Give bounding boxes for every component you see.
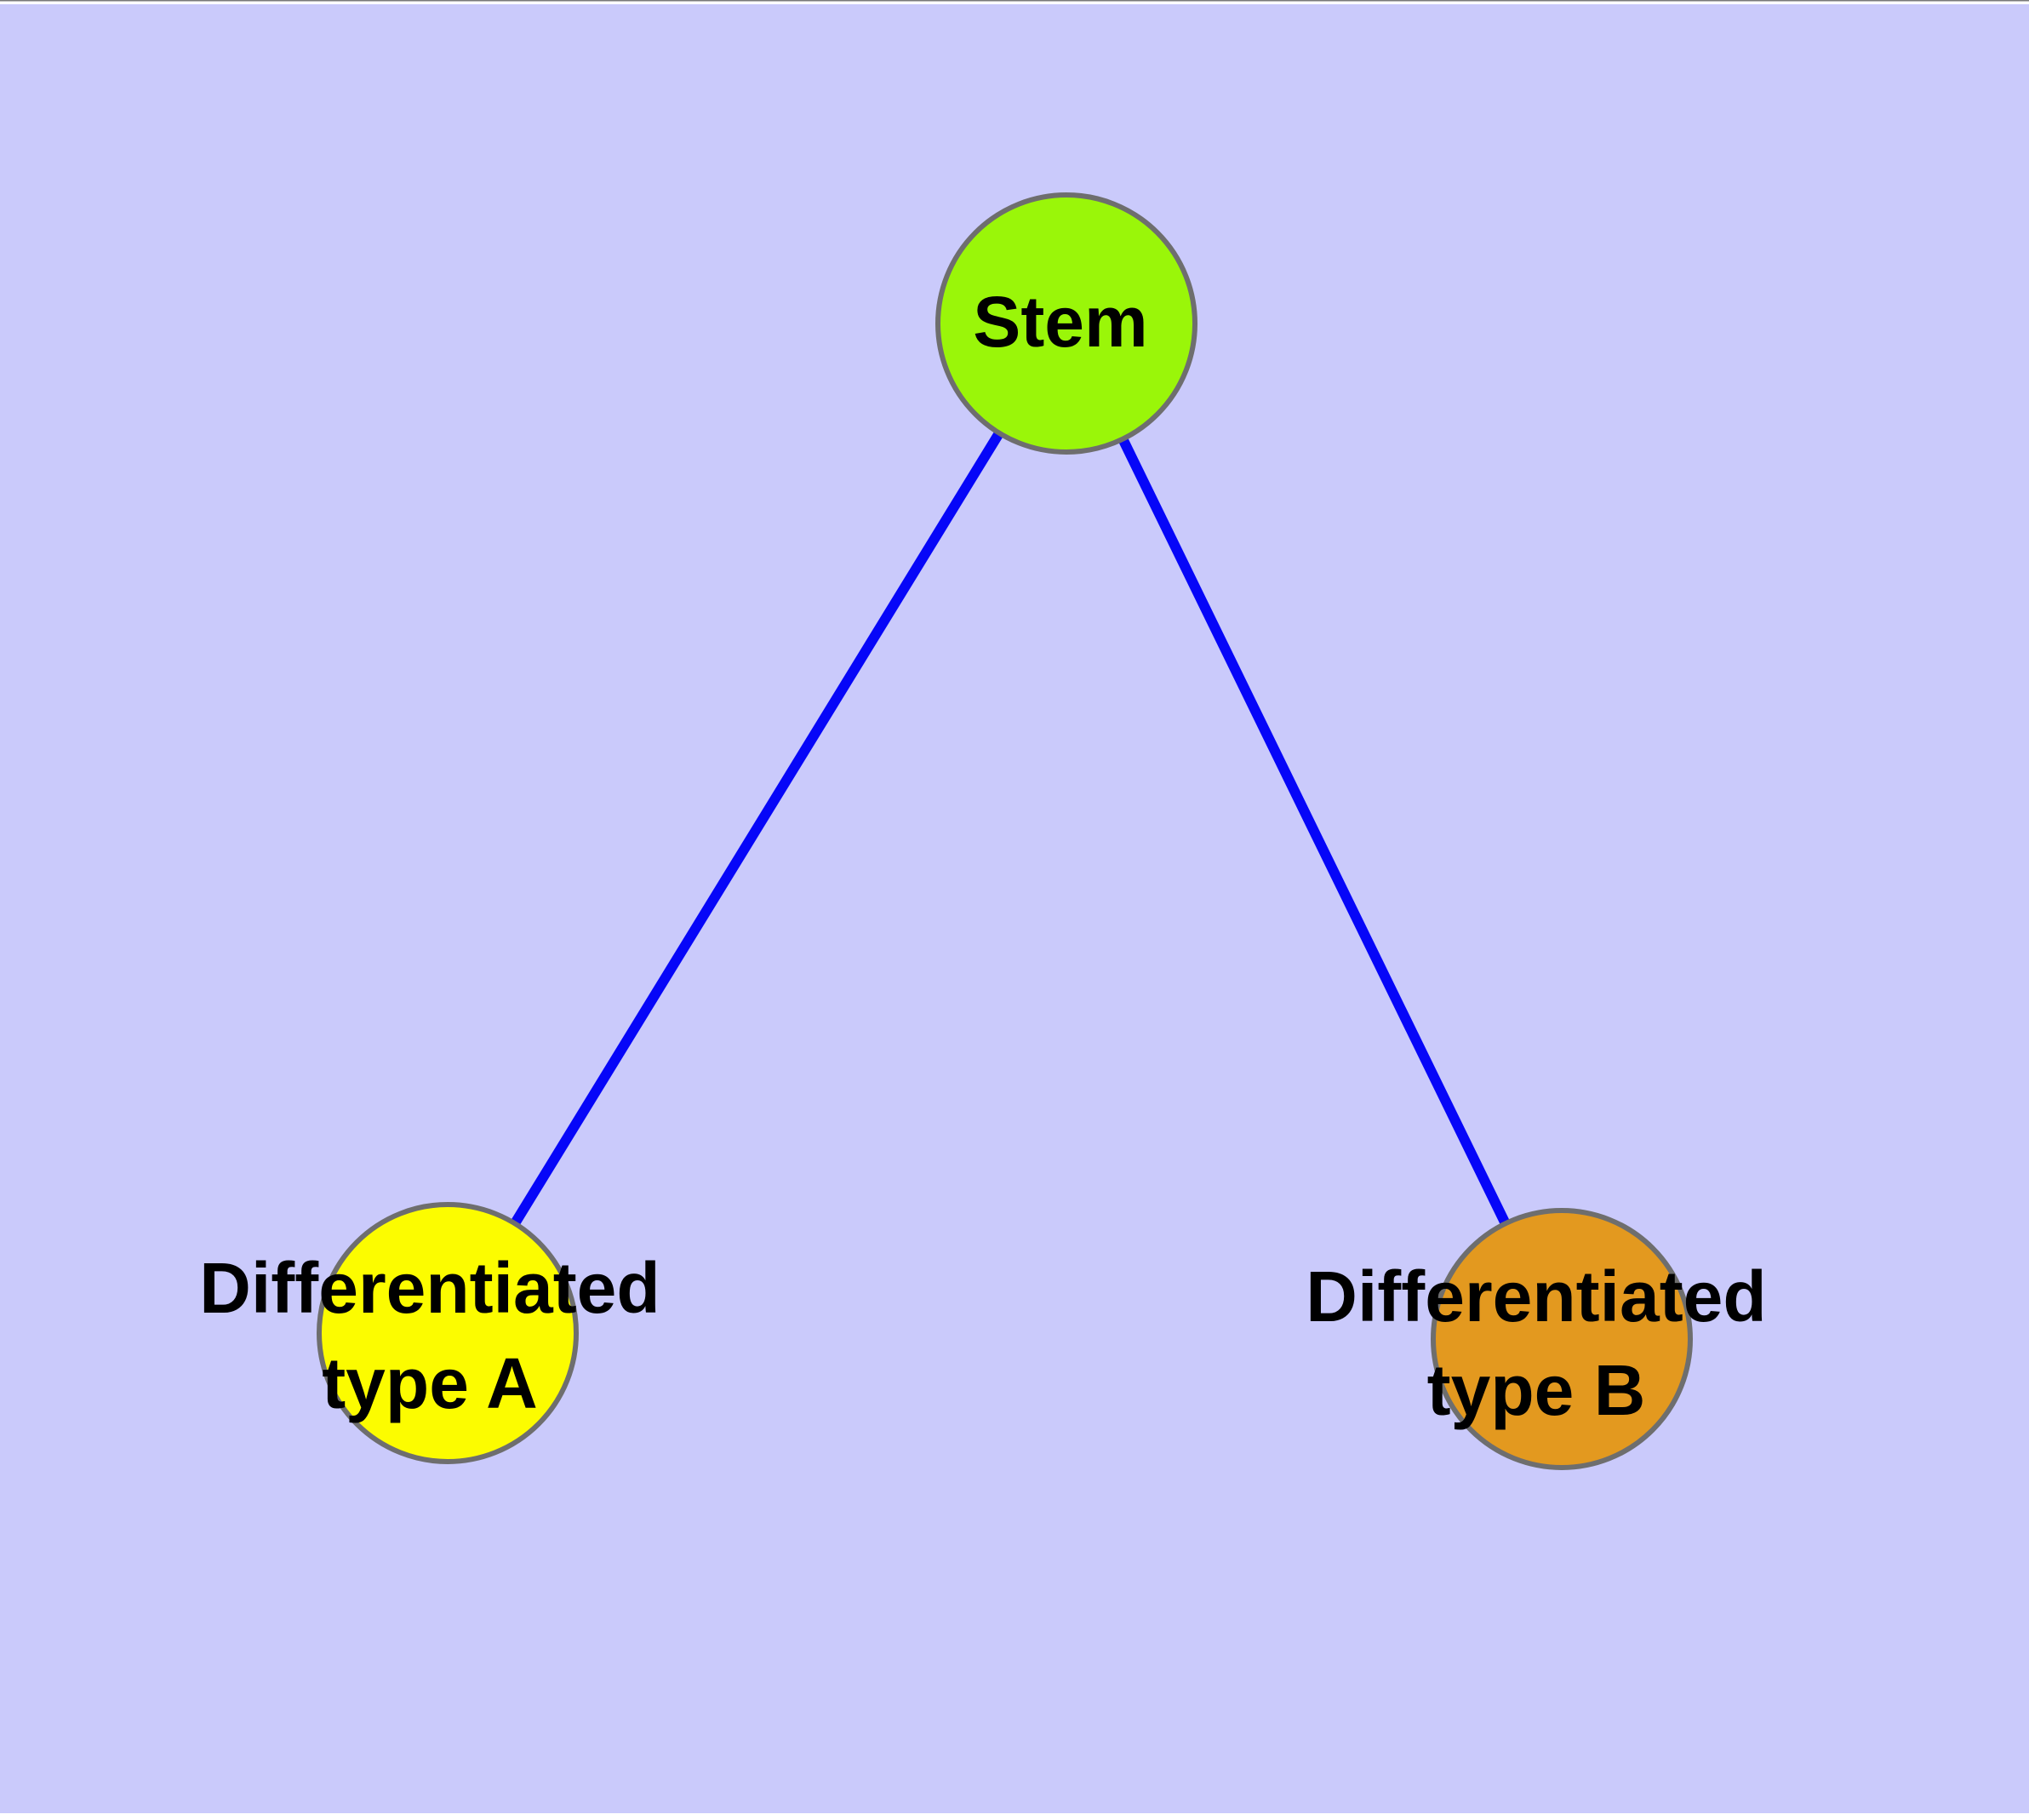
node-type-b-label-line1: Differentiated <box>1306 1256 1766 1336</box>
node-type-a-label-line2: type A <box>322 1343 538 1423</box>
bottom-edge-artifact <box>0 1813 2029 1820</box>
top-edge-artifact <box>0 0 2029 4</box>
top-edge-line <box>0 0 2029 2</box>
node-stem-label: Stem <box>973 282 1147 362</box>
node-stem[interactable] <box>935 192 1197 455</box>
edge-stem-to-type-a <box>443 320 1072 1336</box>
node-type-b-label-line2: type B <box>1427 1350 1646 1430</box>
node-differentiated-type-a[interactable] <box>317 1202 579 1464</box>
node-differentiated-type-b[interactable] <box>1431 1208 1693 1470</box>
node-type-a-label-line1: Differentiated <box>199 1248 660 1328</box>
edge-stem-to-type-b <box>1061 321 1567 1342</box>
